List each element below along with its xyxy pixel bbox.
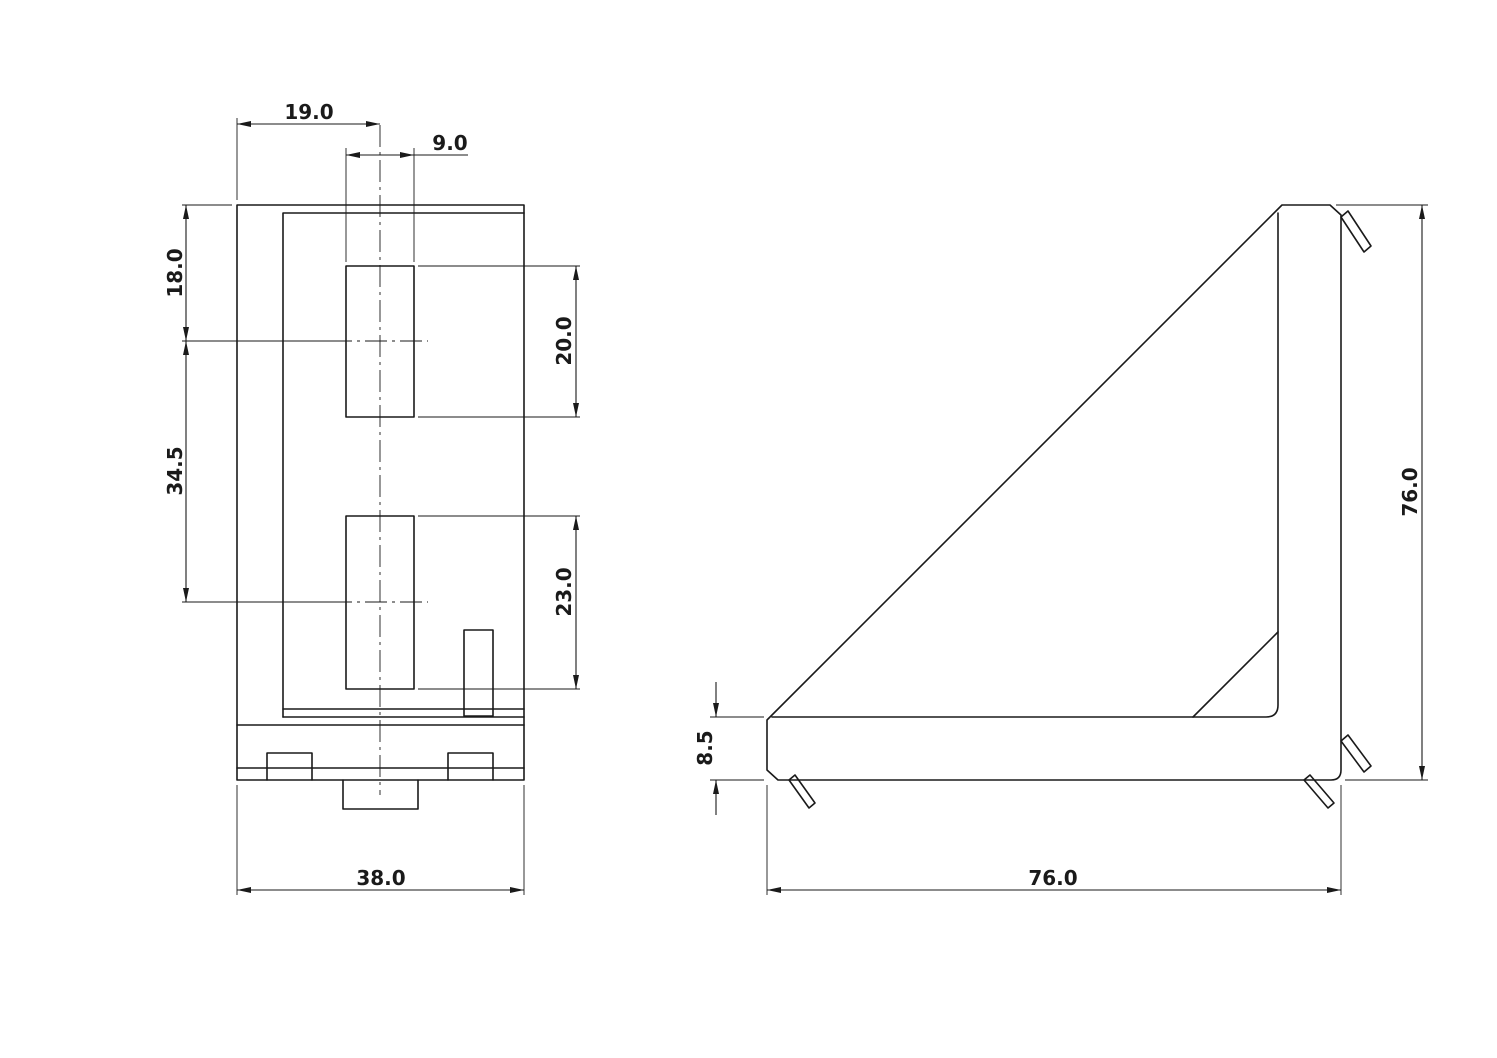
dim-label-9: 9.0 bbox=[432, 131, 467, 155]
pin-mid-right bbox=[1340, 734, 1372, 773]
dim-label-8-5: 8.5 bbox=[693, 730, 717, 765]
front-pin bbox=[463, 629, 494, 717]
pin-bottom-left bbox=[788, 774, 816, 809]
front-view: 19.0 9.0 18.0 34.5 20.0 23.0 38.0 bbox=[163, 100, 580, 895]
bottom-key bbox=[342, 779, 419, 810]
dim-label-20: 20.0 bbox=[552, 316, 576, 365]
pin-top-right bbox=[1340, 210, 1372, 253]
side-view: 76.0 76.0 8.5 bbox=[693, 204, 1428, 895]
dim-label-18: 18.0 bbox=[163, 248, 187, 297]
dim-label-38: 38.0 bbox=[356, 866, 405, 890]
right-tab bbox=[447, 752, 494, 781]
front-inner-recess bbox=[282, 212, 525, 718]
dim-label-length-76: 76.0 bbox=[1028, 866, 1077, 890]
dim-label-19: 19.0 bbox=[284, 100, 333, 124]
dim-label-23: 23.0 bbox=[552, 567, 576, 616]
dim-label-34-5: 34.5 bbox=[163, 446, 187, 495]
front-outline bbox=[236, 204, 525, 781]
left-tab bbox=[266, 752, 313, 781]
side-inner-corner bbox=[771, 212, 1279, 718]
pin-bottom-right bbox=[1303, 774, 1335, 809]
side-outer-profile bbox=[766, 204, 1342, 781]
dim-label-height-76: 76.0 bbox=[1398, 467, 1422, 516]
side-rib bbox=[1192, 631, 1279, 718]
